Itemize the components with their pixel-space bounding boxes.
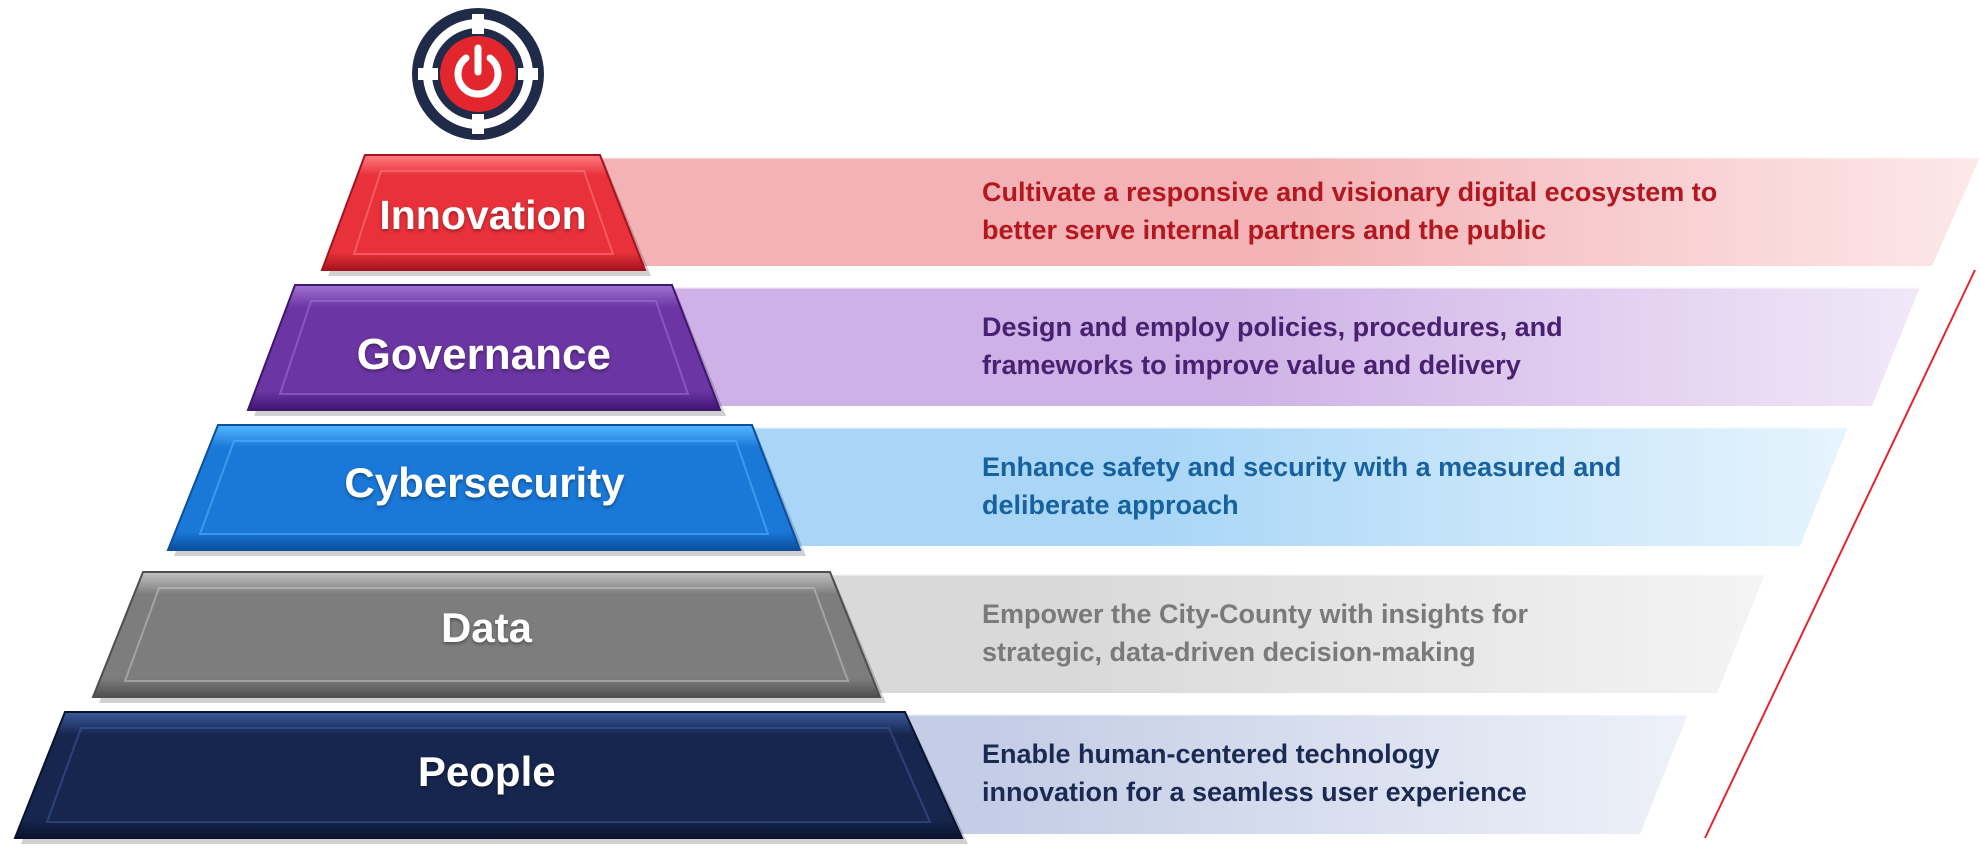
pyramid-tier-people — [13, 711, 964, 839]
tier-label-governance: Governance — [356, 329, 611, 379]
description-line: Design and employ policies, procedures, … — [982, 311, 1563, 342]
description-line: better serve internal partners and the p… — [982, 214, 1547, 245]
band-governance — [375, 287, 1920, 406]
accent-line — [1704, 269, 1976, 839]
description-line: deliberate approach — [982, 489, 1239, 520]
tier-description-people: Enable human-centered technology innovati… — [982, 735, 1527, 811]
power-icon — [412, 8, 544, 140]
tier-description-governance: Design and employ policies, procedures, … — [982, 308, 1563, 384]
band-innovation — [445, 157, 1980, 266]
tier-bevel-cybersecurity — [198, 440, 770, 535]
tier-label-data: Data — [440, 603, 533, 651]
tier-description-cybersecurity: Enhance safety and security with a measu… — [982, 448, 1621, 524]
description-line: Enable human-centered technology — [982, 739, 1440, 769]
description-line: frameworks to improve value and delivery — [982, 349, 1521, 380]
tier-label-people: People — [417, 747, 556, 795]
description-line: innovation for a seamless user experienc… — [982, 777, 1527, 807]
pyramid-tier-cybersecurity — [166, 424, 802, 551]
pyramid — [13, 154, 968, 844]
tier-description-innovation: Cultivate a responsive and visionary dig… — [982, 173, 1717, 249]
tier-bevel-governance — [278, 300, 690, 395]
tier-bevel-innovation — [352, 170, 615, 255]
pyramid-tier-innovation — [320, 154, 647, 271]
description-line: Empower the City-County with insights fo… — [982, 598, 1528, 629]
description-line: Cultivate a responsive and visionary dig… — [982, 176, 1718, 207]
description-line: strategic, data-driven decision-making — [982, 636, 1476, 667]
tier-bevel-people — [45, 727, 932, 823]
tier-description-data: Empower the City-County with insights fo… — [982, 595, 1528, 671]
tier-label-innovation: Innovation — [379, 191, 587, 238]
description-line: Enhance safety and security with a measu… — [982, 451, 1622, 482]
pyramid-tier-governance — [246, 284, 722, 411]
tier-label-cybersecurity: Cybersecurity — [344, 458, 625, 506]
tier-bevel-data — [123, 587, 850, 682]
pyramid-tier-data — [91, 571, 882, 698]
